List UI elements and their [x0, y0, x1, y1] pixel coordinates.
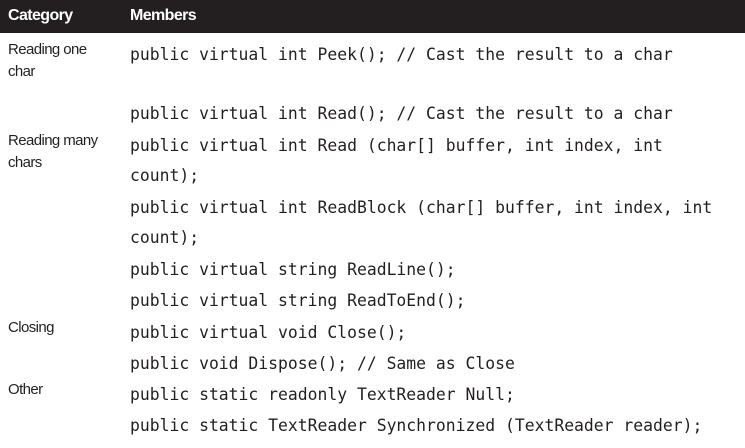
member-cell: public virtual int Read (char[] buffer, …: [130, 136, 663, 185]
header-members: Members: [130, 7, 197, 24]
member-cell: public virtual string ReadToEnd();: [130, 291, 466, 310]
category-cell: Reading one char: [8, 41, 87, 80]
member-cell: public virtual int Peek(); // Cast the r…: [130, 45, 673, 64]
category-cell: Closing: [8, 319, 54, 336]
member-cell: public virtual int Read(); // Cast the r…: [130, 104, 673, 123]
member-cell: public void Dispose(); // Same as Close: [130, 354, 515, 373]
member-cell: public virtual int ReadBlock (char[] buf…: [130, 198, 713, 247]
member-cell: public virtual void Close();: [130, 323, 407, 342]
table-header: Category Members: [0, 0, 745, 33]
member-cell: public virtual string ReadLine();: [130, 260, 456, 279]
member-cell: public static readonly TextReader Null;: [130, 385, 515, 404]
member-cell: public static TextReader Synchronized (T…: [130, 416, 703, 435]
header-category: Category: [8, 7, 73, 24]
category-cell: Other: [8, 381, 43, 398]
category-cell: Reading many chars: [8, 132, 98, 171]
